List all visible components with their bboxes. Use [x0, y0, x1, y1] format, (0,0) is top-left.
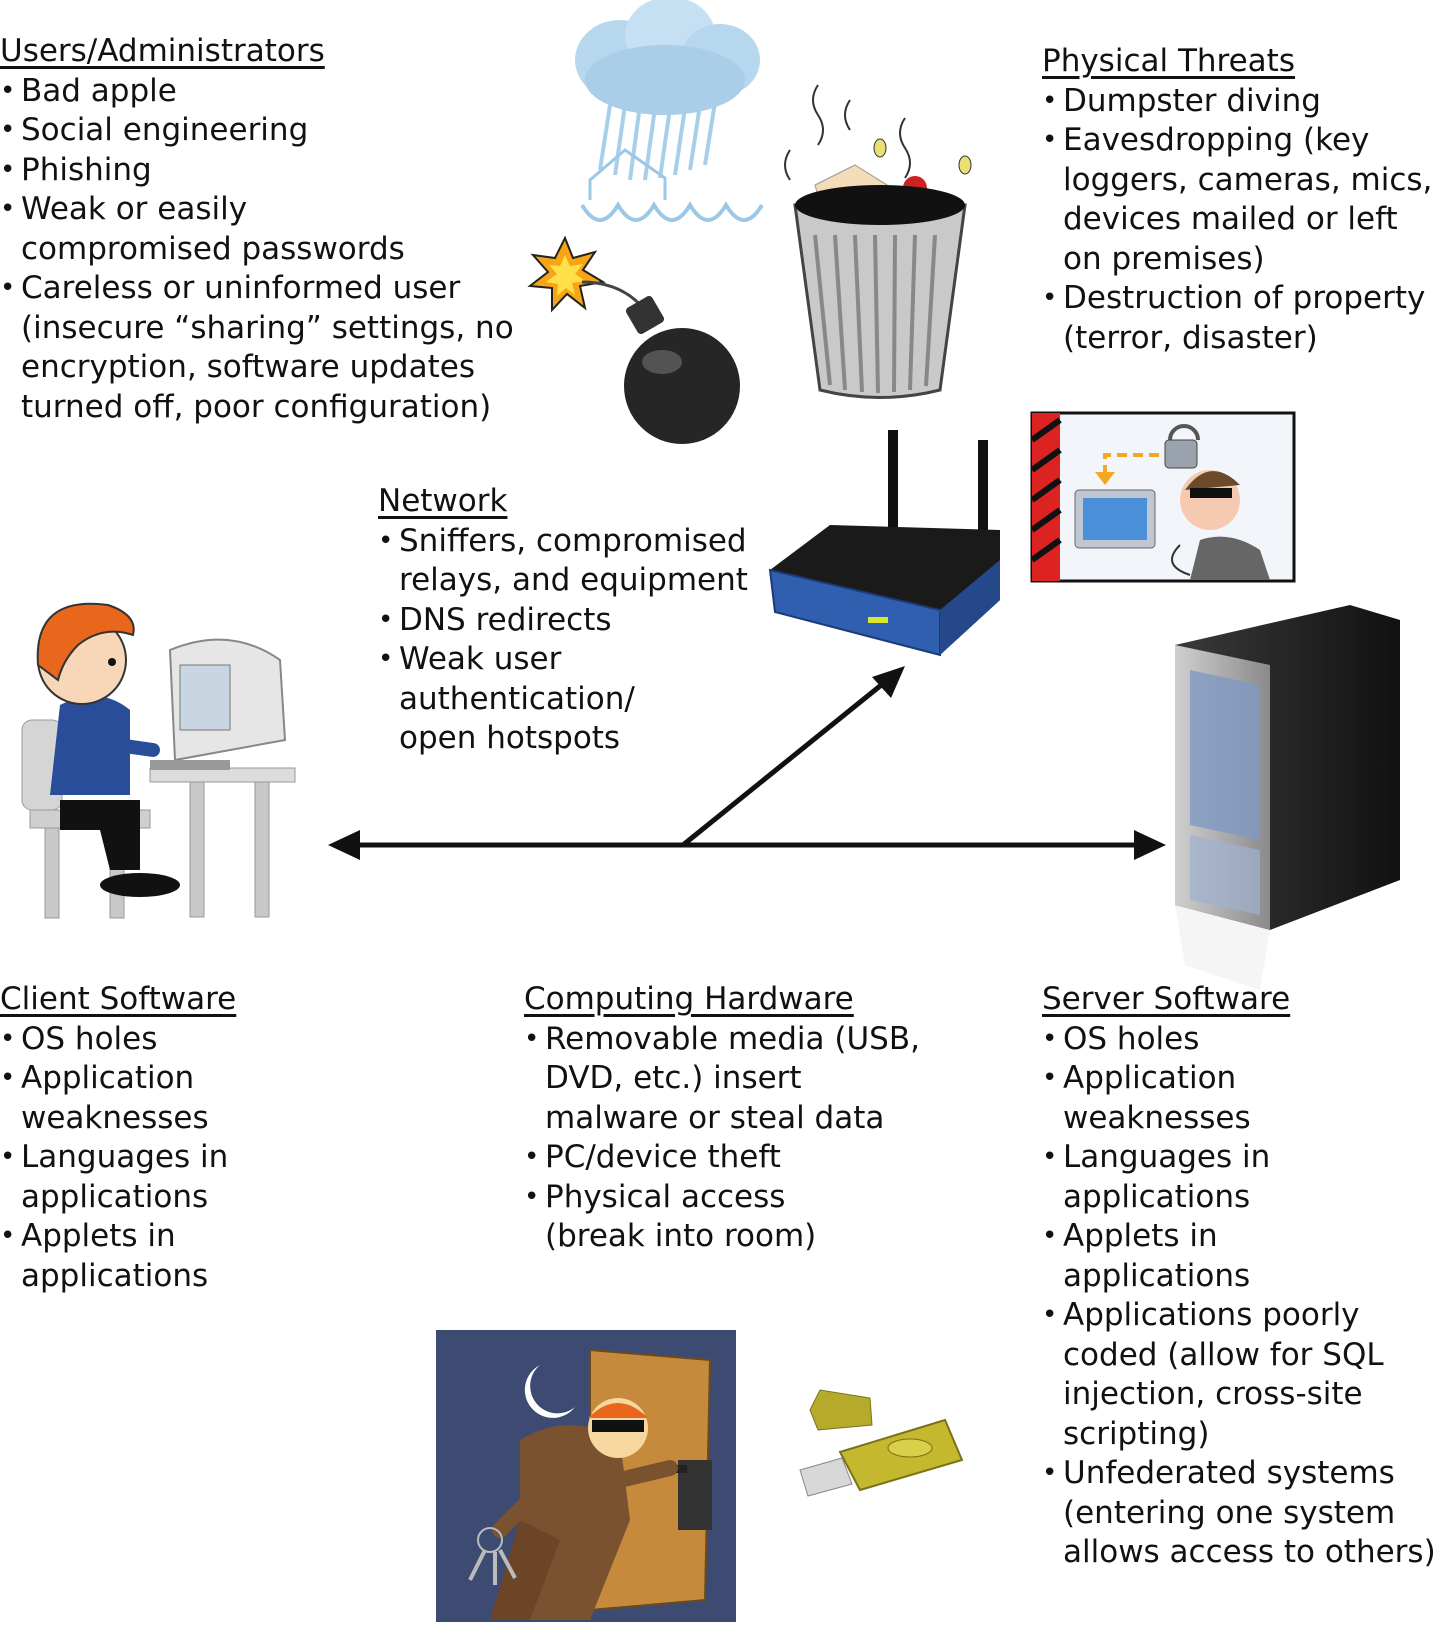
- left-arrowhead: [328, 830, 360, 860]
- diagonal-arrowhead: [872, 666, 905, 698]
- list-item: OS holes: [1042, 1020, 1442, 1060]
- list-item: Languages in applications: [1042, 1138, 1303, 1217]
- client-software-title: Client Software: [0, 981, 237, 1017]
- list-item: Eavesdropping (key loggers, cameras, mic…: [1042, 121, 1442, 279]
- right-arrowhead: [1134, 830, 1166, 860]
- list-item: Physical access (break into room): [524, 1178, 835, 1257]
- list-item: Dumpster diving: [1042, 82, 1442, 122]
- list-item: Applets in applications: [0, 1217, 245, 1296]
- list-item: Removable media (USB, DVD, etc.) insert …: [524, 1020, 944, 1139]
- list-item: Applications poorly coded (allow for SQL…: [1042, 1296, 1442, 1454]
- list-item: Sniffers, compromised relays, and equipm…: [378, 522, 758, 601]
- physical-threats-block: Physical Threats Dumpster diving Eavesdr…: [1042, 42, 1442, 358]
- list-item: Destruction of property (terror, disaste…: [1042, 279, 1442, 358]
- list-item: PC/device theft: [524, 1138, 944, 1178]
- server-software-block: Server Software OS holes Application wea…: [1042, 980, 1442, 1573]
- list-item: Weak or easily compromised passwords: [0, 190, 426, 269]
- client-software-block: Client Software OS holes Application wea…: [0, 980, 245, 1296]
- list-item: Application weaknesses: [1042, 1059, 1303, 1138]
- list-item: Unfederated systems (entering one system…: [1042, 1454, 1442, 1573]
- network-title: Network: [378, 483, 508, 519]
- list-item: Careless or uninformed user (insecure “s…: [0, 269, 530, 427]
- computing-hardware-title: Computing Hardware: [524, 981, 854, 1017]
- list-item: Bad apple: [0, 72, 530, 112]
- list-item: Applets in applications: [1042, 1217, 1303, 1296]
- list-item: Social engineering: [0, 111, 530, 151]
- list-item: OS holes: [0, 1020, 245, 1060]
- list-item: Weak user authentication/ open hotspots: [378, 640, 684, 759]
- users-administrators-title: Users/Administrators: [0, 33, 325, 69]
- list-item: Languages in applications: [0, 1138, 245, 1217]
- list-item: DNS redirects: [378, 601, 758, 641]
- physical-threats-title: Physical Threats: [1042, 43, 1295, 79]
- list-item: Application weaknesses: [0, 1059, 245, 1138]
- computing-hardware-block: Computing Hardware Removable media (USB,…: [524, 980, 944, 1257]
- users-administrators-block: Users/Administrators Bad apple Social en…: [0, 32, 530, 427]
- list-item: Phishing: [0, 151, 530, 191]
- network-block: Network Sniffers, compromised relays, an…: [378, 482, 758, 759]
- server-software-title: Server Software: [1042, 981, 1291, 1017]
